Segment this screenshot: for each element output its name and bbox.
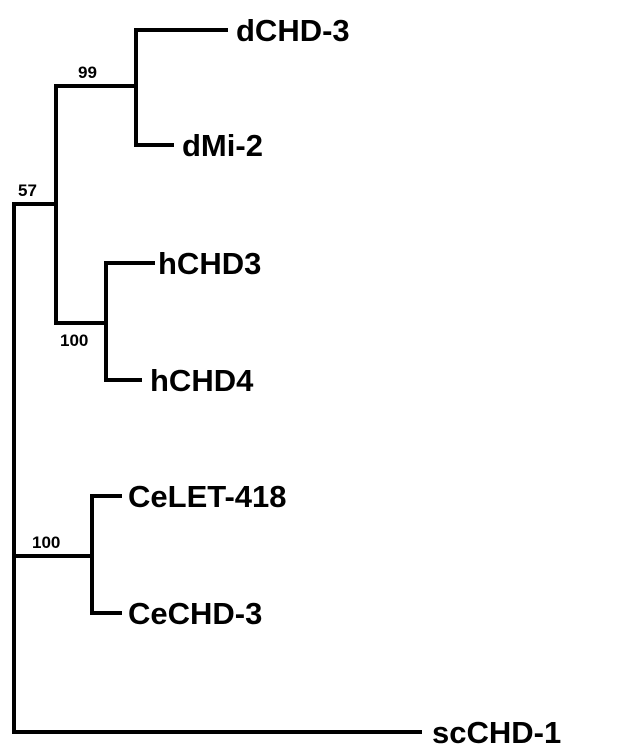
taxon-label-hchd4: hCHD4	[150, 363, 254, 398]
taxon-label-dmi2: dMi-2	[182, 128, 263, 163]
taxon-label-scchd1: scCHD-1	[432, 715, 561, 750]
support-human-clade: 100	[60, 331, 88, 350]
taxon-label-hchd3: hCHD3	[158, 246, 261, 281]
support-drosophila-human-clade: 57	[18, 181, 37, 200]
support-drosophila-clade: 99	[78, 63, 97, 82]
taxon-label-cechd3: CeCHD-3	[128, 596, 262, 631]
support-celegans-clade: 100	[32, 533, 60, 552]
taxon-label-celet418: CeLET-418	[128, 479, 287, 514]
taxon-label-dchd3: dCHD-3	[236, 13, 350, 48]
